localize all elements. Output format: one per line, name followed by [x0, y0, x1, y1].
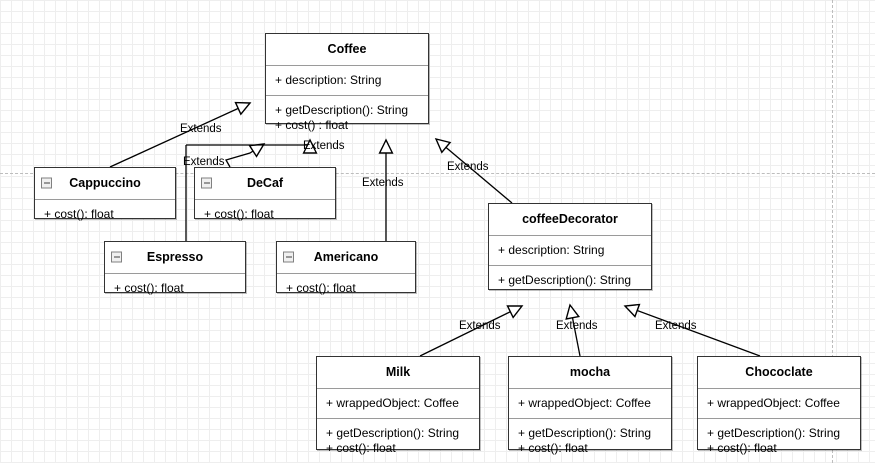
- member-text: + getDescription(): String: [498, 272, 632, 287]
- class-attributes-coffee: + description: String: [266, 64, 428, 95]
- class-box-cappuccino[interactable]: Cappuccino + cost(): float: [34, 167, 176, 221]
- class-operations-cappuccino: + cost(): float: [35, 198, 175, 229]
- relation-decaf-extends-coffee: [225, 143, 266, 168]
- collapse-icon[interactable]: [111, 251, 122, 263]
- relation-label-decaf: Extends: [183, 156, 225, 168]
- relation-label-chococlate: Extends: [655, 320, 697, 332]
- member-text: + cost(): float: [114, 280, 184, 295]
- class-title-coffee: Coffee: [327, 42, 367, 56]
- class-box-espresso[interactable]: Espresso + cost(): float: [104, 241, 246, 295]
- member-text: + wrappedObject: Coffee: [707, 395, 840, 410]
- class-box-milk[interactable]: Milk + wrappedObject: Coffee + getDescri…: [316, 356, 480, 455]
- class-box-coffeedecorator[interactable]: coffeeDecorator + description: String + …: [488, 203, 652, 290]
- class-title-decaf: DeCaf: [195, 168, 335, 199]
- member-text: + cost(): float: [707, 441, 777, 456]
- class-box-mocha[interactable]: mocha + wrappedObject: Coffee + getDescr…: [508, 356, 672, 455]
- relation-label-mocha: Extends: [556, 320, 598, 332]
- member-text: + cost(): float: [326, 441, 396, 456]
- member-text: + cost(): float: [204, 206, 274, 221]
- class-title-text: Cappuccino: [69, 176, 141, 190]
- relation-label-decorator: Extends: [447, 161, 489, 173]
- class-title-americano: Americano: [277, 242, 415, 273]
- class-operations-chococlate: + getDescription(): String + cost(): flo…: [698, 417, 860, 463]
- class-title-text: Espresso: [146, 250, 204, 264]
- member-text: + cost(): float: [44, 206, 114, 221]
- class-title-espresso: Espresso: [105, 242, 245, 273]
- member-text: + wrappedObject: Coffee: [518, 395, 651, 410]
- class-operations-milk: + getDescription(): String + cost(): flo…: [317, 417, 479, 463]
- class-title-text: Americano: [313, 250, 379, 264]
- relation-label-milk: Extends: [459, 320, 501, 332]
- relation-label-cappuccino: Extends: [180, 123, 222, 135]
- class-operations-coffee: + getDescription(): String + cost() : fl…: [266, 94, 428, 141]
- class-box-chococlate[interactable]: Chococlate + wrappedObject: Coffee + get…: [697, 356, 861, 455]
- class-box-americano[interactable]: Americano + cost(): float: [276, 241, 416, 295]
- member-text: + cost(): float: [286, 280, 356, 295]
- member-text: + getDescription(): String: [518, 425, 652, 440]
- class-operations-coffeedecorator: + getDescription(): String: [489, 264, 651, 295]
- class-operations-mocha: + getDescription(): String + cost(): flo…: [509, 417, 671, 463]
- class-title-cappuccino: Cappuccino: [35, 168, 175, 199]
- class-title-mocha: mocha: [569, 365, 611, 379]
- relation-label-americano: Extends: [362, 177, 404, 189]
- class-attributes-chococlate: + wrappedObject: Coffee: [698, 387, 860, 418]
- class-title-coffeedecorator: coffeeDecorator: [522, 212, 618, 226]
- class-attributes-milk: + wrappedObject: Coffee: [317, 387, 479, 418]
- member-text: + wrappedObject: Coffee: [326, 395, 459, 410]
- member-text: + getDescription(): String: [275, 102, 409, 117]
- class-operations-decaf: + cost(): float: [195, 198, 335, 229]
- class-title-milk: Milk: [385, 365, 411, 379]
- collapse-icon[interactable]: [283, 251, 294, 263]
- member-text: + cost(): float: [518, 441, 588, 456]
- member-text: + description: String: [498, 242, 605, 257]
- member-text: + description: String: [275, 72, 382, 87]
- class-title-text: DeCaf: [246, 176, 284, 190]
- class-attributes-mocha: + wrappedObject: Coffee: [509, 387, 671, 418]
- member-text: + cost() : float: [275, 118, 349, 133]
- class-box-coffee[interactable]: Coffee + description: String + getDescri…: [265, 33, 429, 132]
- class-title-chococlate: Chococlate: [745, 365, 813, 379]
- member-text: + getDescription(): String: [707, 425, 841, 440]
- class-operations-americano: + cost(): float: [277, 272, 415, 303]
- member-text: + getDescription(): String: [326, 425, 460, 440]
- collapse-icon[interactable]: [201, 177, 212, 189]
- collapse-icon[interactable]: [41, 177, 52, 189]
- class-box-decaf[interactable]: DeCaf + cost(): float: [194, 167, 336, 221]
- relation-label-espresso: Extends: [303, 140, 345, 152]
- class-attributes-coffeedecorator: + description: String: [489, 234, 651, 265]
- class-operations-espresso: + cost(): float: [105, 272, 245, 303]
